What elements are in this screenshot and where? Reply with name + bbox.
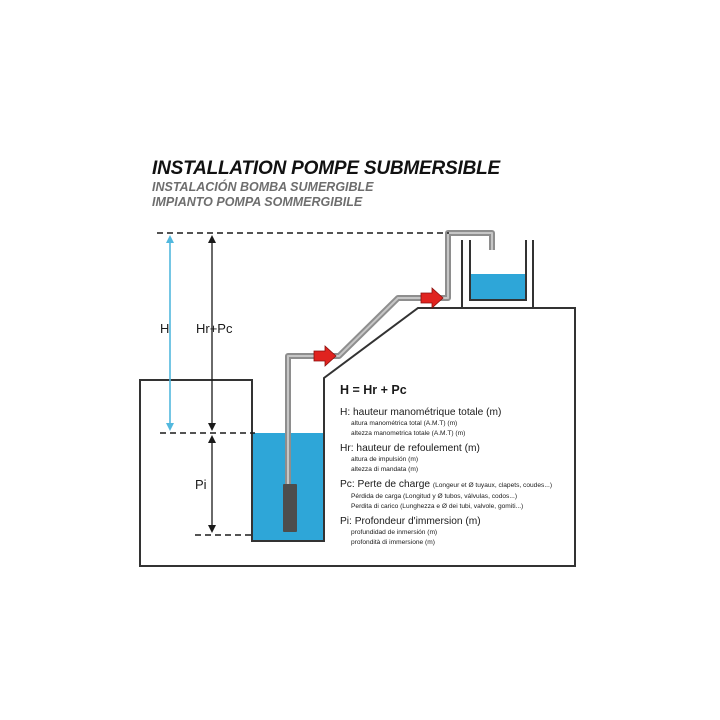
ground-outline bbox=[139, 307, 576, 567]
tank-water bbox=[471, 274, 526, 299]
legend-heading: H: hauteur manométrique totale (m) bbox=[340, 407, 502, 418]
tank-outline bbox=[461, 240, 534, 309]
legend-item-Hr: Hr: hauteur de refoulement (m) altura de… bbox=[340, 442, 580, 474]
title-spanish: INSTALACIÓN BOMBA SUMERGIBLE bbox=[152, 180, 374, 194]
legend-line: altura de impulsión (m) bbox=[351, 456, 419, 463]
legend-line: Pérdida de carga (Longitud y Ø tubos, vá… bbox=[351, 493, 518, 500]
flow-arrow-2 bbox=[420, 287, 444, 309]
legend-line: altura manométrica total (A.M.T) (m) bbox=[351, 420, 458, 427]
submersible-pump bbox=[283, 484, 297, 532]
legend-item-Pi: Pi: Profondeur d'immersion (m) profundid… bbox=[340, 515, 580, 547]
legend-heading: Pc: Perte de charge (Longeur et Ø tuyaux… bbox=[340, 479, 553, 490]
label-Pi: Pi bbox=[195, 477, 207, 492]
legend-line: altezza manometrica totale (A.M.T) (m) bbox=[351, 429, 466, 437]
legend-formula: H = Hr + Pc bbox=[340, 383, 407, 397]
legend-heading: Hr: hauteur de refoulement (m) bbox=[340, 443, 480, 454]
legend-line: profondità di immersione (m) bbox=[351, 538, 435, 546]
title-italian: IMPIANTO POMPA SOMMERGIBILE bbox=[152, 195, 363, 209]
legend-line: Perdita di carico (Lunghezza e Ø dei tub… bbox=[351, 502, 524, 510]
label-H: H bbox=[160, 321, 169, 336]
legend-line: altezza di mandata (m) bbox=[351, 465, 419, 473]
flow-arrow-1 bbox=[313, 345, 337, 367]
title-block: INSTALLATION POMPE SUBMERSIBLE INSTALACI… bbox=[152, 158, 500, 210]
legend-note: (Longeur et Ø tuyaux, clapets, coudes...… bbox=[432, 482, 553, 489]
legend-item-H: H: hauteur manométrique totale (m) altur… bbox=[340, 406, 580, 438]
legend-heading: Pi: Profondeur d'immersion (m) bbox=[340, 516, 481, 527]
title-french: INSTALLATION POMPE SUBMERSIBLE bbox=[152, 158, 500, 179]
legend: H = Hr + Pc H: hauteur manométrique tota… bbox=[340, 383, 580, 551]
label-HrPc: Hr+Pc bbox=[196, 321, 233, 336]
legend-item-Pc: Pc: Perte de charge (Longeur et Ø tuyaux… bbox=[340, 478, 580, 511]
legend-line: profundidad de inmersión (m) bbox=[351, 529, 438, 536]
